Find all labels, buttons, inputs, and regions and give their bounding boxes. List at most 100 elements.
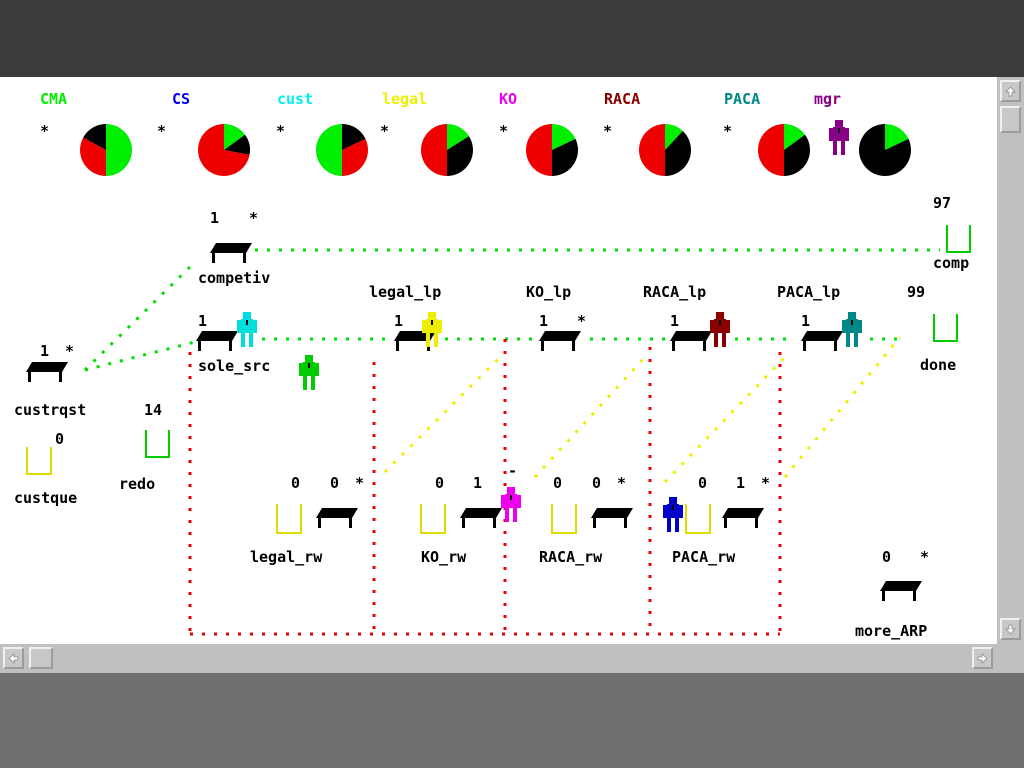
queue-comp[interactable] bbox=[946, 225, 971, 253]
pie-slice bbox=[342, 138, 368, 176]
pie-mgr bbox=[859, 124, 911, 176]
pie-slice bbox=[784, 124, 806, 150]
competiv-count: 1 bbox=[210, 209, 220, 227]
more-arp-star: * bbox=[920, 548, 930, 566]
pie-slice bbox=[198, 124, 250, 176]
person-mgr[interactable] bbox=[829, 120, 849, 155]
vertical-scroll-thumb[interactable] bbox=[1000, 106, 1021, 133]
pie-slice bbox=[106, 124, 132, 176]
ko-lp-count: 1 bbox=[539, 312, 549, 330]
pie-slice bbox=[859, 124, 911, 176]
legend-label-cma: CMA bbox=[40, 90, 68, 108]
comp-count: 97 bbox=[933, 194, 952, 212]
legend-star-ko: * bbox=[499, 122, 509, 140]
redo-label: redo bbox=[119, 475, 156, 493]
queue-legal-rw[interactable] bbox=[276, 504, 302, 534]
legend-star-cma: * bbox=[40, 122, 50, 140]
legend-label-paca: PACA bbox=[724, 90, 761, 108]
pie-slice bbox=[421, 124, 447, 176]
people bbox=[237, 120, 862, 532]
scroll-down-button[interactable] bbox=[1000, 618, 1021, 640]
queue-ko-rw[interactable] bbox=[420, 504, 446, 534]
person-legal[interactable] bbox=[422, 312, 442, 347]
ko-rw-count: 1 bbox=[473, 474, 483, 492]
horizontal-scroll-thumb[interactable] bbox=[29, 647, 53, 669]
custrqst-star: * bbox=[65, 342, 75, 360]
queue-raca-rw[interactable] bbox=[551, 504, 577, 534]
legend-pies bbox=[80, 124, 911, 176]
legend-label-ko: KO bbox=[499, 90, 518, 108]
ko-rw-queue-count: 0 bbox=[435, 474, 445, 492]
pie-raca bbox=[639, 124, 691, 176]
custque-label: custque bbox=[14, 489, 78, 507]
pie-slice bbox=[784, 134, 810, 176]
done-count: 99 bbox=[907, 283, 926, 301]
raca-lp-label: RACA_lp bbox=[643, 283, 707, 301]
comp-label: comp bbox=[933, 254, 970, 272]
legend-star-cs: * bbox=[157, 122, 167, 140]
legend-label-mgr: mgr bbox=[814, 90, 842, 108]
arrow-up-icon bbox=[1005, 85, 1016, 96]
person-cust[interactable] bbox=[237, 312, 257, 347]
scroll-left-button[interactable] bbox=[3, 647, 24, 669]
queue-done[interactable] bbox=[933, 314, 958, 342]
legend-label-cust: cust bbox=[277, 90, 314, 108]
pie-cma bbox=[80, 124, 132, 176]
scroll-up-button[interactable] bbox=[1000, 80, 1021, 102]
raca-rw-count: 0 bbox=[592, 474, 602, 492]
paca-lp-label: PACA_lp bbox=[777, 283, 841, 301]
sole-src-count: 1 bbox=[198, 312, 208, 330]
person-cs[interactable] bbox=[663, 497, 683, 532]
paca-rw-star: * bbox=[761, 474, 771, 492]
person-cma[interactable] bbox=[299, 355, 319, 390]
done-label: done bbox=[920, 356, 957, 374]
raca-lp-count: 1 bbox=[670, 312, 680, 330]
competiv-star: * bbox=[249, 209, 259, 227]
queue-redo[interactable] bbox=[145, 430, 170, 458]
pie-slice bbox=[224, 134, 251, 155]
person-paca[interactable] bbox=[842, 312, 862, 347]
ko-lp-label: KO_lp bbox=[526, 283, 572, 301]
paca-rw-queue-count: 0 bbox=[698, 474, 708, 492]
pie-slice bbox=[665, 124, 683, 150]
pie-slice bbox=[83, 124, 106, 150]
pie-cs bbox=[198, 124, 251, 176]
raca-rw-queue-count: 0 bbox=[553, 474, 563, 492]
queue-paca-rw[interactable] bbox=[685, 504, 711, 534]
legend-label-legal: legal bbox=[382, 90, 428, 108]
legend-star-cust: * bbox=[276, 122, 286, 140]
pie-ko bbox=[526, 124, 578, 176]
arrow-down-icon bbox=[1005, 624, 1016, 635]
pie-cust bbox=[316, 124, 368, 176]
custque-count: 0 bbox=[55, 430, 65, 448]
legal-rw-label: legal_rw bbox=[250, 548, 323, 566]
scroll-right-button[interactable] bbox=[972, 647, 993, 669]
redo-count: 14 bbox=[144, 401, 163, 419]
workstations bbox=[26, 225, 971, 601]
person-ko[interactable] bbox=[501, 487, 521, 522]
ko-rw-label: KO_rw bbox=[421, 548, 467, 566]
custrqst-count: 1 bbox=[40, 342, 50, 360]
competiv-label: competiv bbox=[198, 269, 271, 287]
pie-slice bbox=[758, 124, 784, 176]
legend-star-paca: * bbox=[723, 122, 733, 140]
ko-lp-star: * bbox=[577, 312, 587, 330]
legal-lp-label: legal_lp bbox=[369, 283, 442, 301]
bottom-band bbox=[0, 673, 1024, 768]
person-raca[interactable] bbox=[710, 312, 730, 347]
pie-slice bbox=[885, 124, 909, 150]
paca-lp-count: 1 bbox=[801, 312, 811, 330]
pie-slice bbox=[526, 124, 552, 176]
legal-lp-count: 1 bbox=[394, 312, 404, 330]
pie-slice bbox=[224, 124, 246, 150]
ko-rw-star: - bbox=[508, 462, 518, 480]
horizontal-scrollbar[interactable] bbox=[0, 644, 997, 673]
legend-label-raca: RACA bbox=[604, 90, 641, 108]
more-arp-label: more_ARP bbox=[855, 622, 928, 640]
legend-star-legal: * bbox=[380, 122, 390, 140]
legend-label-cs: CS bbox=[172, 90, 191, 108]
pie-slice bbox=[80, 137, 106, 176]
vertical-scrollbar[interactable] bbox=[997, 77, 1024, 644]
queue-custque[interactable] bbox=[26, 447, 52, 475]
custrqst-label: custrqst bbox=[14, 401, 87, 419]
